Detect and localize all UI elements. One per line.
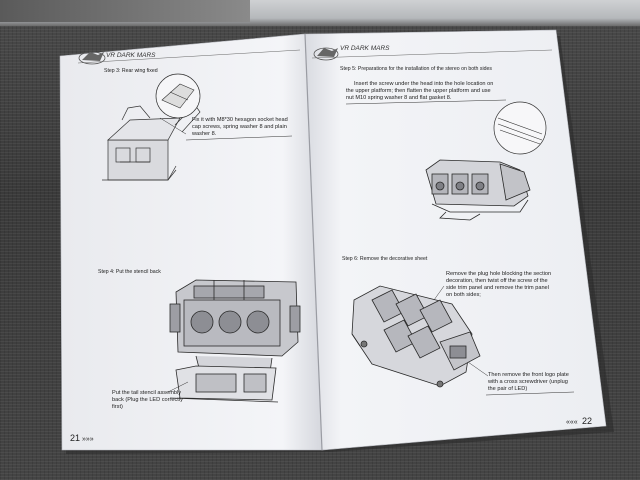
svg-text:nut M10 spring washer 8 and fl: nut M10 spring washer 8 and flat gasket …	[346, 95, 452, 101]
step4-illustration	[169, 279, 301, 403]
step6-title: Step 6: Remove the decorative sheet	[342, 256, 428, 262]
svg-text:washer 8.: washer 8.	[191, 131, 217, 137]
right-logo	[313, 47, 339, 61]
step3-title: Step 3: Rear wing fixed	[104, 68, 158, 74]
svg-text:cap screws, spring washer 8 an: cap screws, spring washer 8 and plain	[192, 124, 287, 130]
step3-leader	[159, 117, 187, 135]
page-gutter	[304, 33, 323, 451]
step4-title: Step 4: Put the stencil back	[98, 269, 161, 275]
step4-leader	[167, 381, 189, 393]
svg-text:Insert the screw under the hea: Insert the screw under the head into the…	[354, 81, 493, 87]
svg-text:the pair of LED): the pair of LED)	[488, 386, 527, 392]
background-shadow	[0, 0, 250, 22]
step3-illustration	[102, 104, 201, 181]
svg-text:decoration, then twist off the: decoration, then twist off the screw of …	[446, 278, 548, 284]
svg-text:side trim panel and remove the: side trim panel and remove the trim pane…	[446, 285, 549, 291]
right-page-number: 22	[582, 416, 592, 426]
left-logo	[78, 51, 106, 65]
svg-text:Remove the plug hole blocking: Remove the plug hole blocking the sectio…	[446, 271, 551, 277]
left-page-number: 21	[70, 433, 80, 443]
left-page-arrows: »»»	[82, 436, 94, 443]
svg-text:Fix it with M8*30 hexagon sock: Fix it with M8*30 hexagon socket head	[192, 117, 288, 123]
svg-text:on both sides;: on both sides;	[446, 292, 481, 298]
step6b-leader	[467, 361, 489, 377]
right-brand: VR DARK MARS	[340, 45, 390, 52]
step6b-text: Then remove the front logo plate with a …	[487, 372, 569, 392]
right-page-arrows: «««	[566, 419, 578, 426]
step6b-underline	[485, 391, 575, 396]
svg-text:first): first)	[112, 404, 123, 410]
step3-text: Fix it with M8*30 hexagon socket head ca…	[191, 117, 288, 137]
step3-detail-circle	[155, 73, 201, 119]
right-header-rule	[311, 49, 553, 59]
step5-underline	[345, 99, 507, 105]
step4-text: Put the tail stencil assembly back (Plug…	[112, 390, 183, 410]
svg-text:back (Plug the LED correctly: back (Plug the LED correctly	[112, 397, 183, 403]
svg-text:with a cross screwdriver (unpl: with a cross screwdriver (unplug	[487, 379, 568, 385]
step6a-leader	[433, 285, 445, 301]
step5-title: Step 5: Preparations for the installatio…	[340, 66, 492, 72]
step6-illustration	[351, 285, 481, 388]
step5-text: Insert the screw under the head into the…	[346, 81, 493, 101]
svg-text:Then remove the front logo pla: Then remove the front logo plate	[488, 372, 569, 378]
svg-text:Put the tail stencil assembly: Put the tail stencil assembly	[112, 390, 181, 396]
step5-detail-circle	[493, 101, 547, 155]
step3-underline	[185, 135, 293, 141]
left-brand: VR DARK MARS	[106, 52, 156, 59]
step6a-text: Remove the plug hole blocking the sectio…	[446, 271, 551, 298]
svg-text:the upper platform; then flatt: the upper platform; then flatten the upp…	[346, 88, 491, 94]
step5-illustration	[425, 159, 531, 221]
left-header-rule	[77, 49, 301, 64]
